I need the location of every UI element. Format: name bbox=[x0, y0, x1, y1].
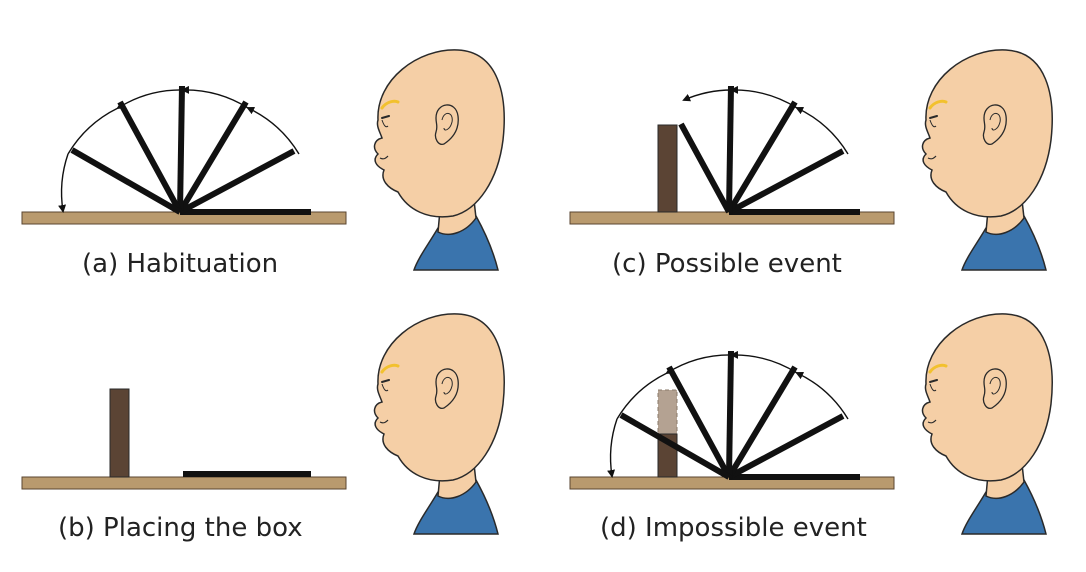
panel-c: (c) Possible event bbox=[569, 48, 1054, 279]
caption-b: (b) Placing the box bbox=[58, 513, 303, 543]
baby-head-icon bbox=[921, 48, 1054, 272]
screen-positions-a bbox=[70, 85, 311, 215]
caption-d: (d) Impossible event bbox=[600, 513, 867, 543]
panel-d: (d) Impossible event bbox=[569, 312, 1054, 543]
box-b bbox=[109, 388, 130, 478]
baby-head-icon bbox=[373, 312, 506, 536]
box-c bbox=[657, 124, 678, 213]
ground-b bbox=[21, 476, 347, 490]
baby-head-icon bbox=[921, 312, 1054, 536]
caption-c: (c) Possible event bbox=[612, 249, 842, 279]
panel-b: (b) Placing the box bbox=[21, 312, 506, 543]
rotation-arc-c bbox=[682, 85, 849, 155]
panel-a: (a) Habituation bbox=[21, 48, 506, 279]
flat-screen-b bbox=[183, 471, 311, 477]
screen-positions-d bbox=[619, 350, 860, 480]
caption-a: (a) Habituation bbox=[82, 249, 278, 279]
baby-head-icon bbox=[373, 48, 506, 272]
box-d-ghost bbox=[657, 389, 678, 435]
screen-positions-c bbox=[678, 85, 860, 215]
